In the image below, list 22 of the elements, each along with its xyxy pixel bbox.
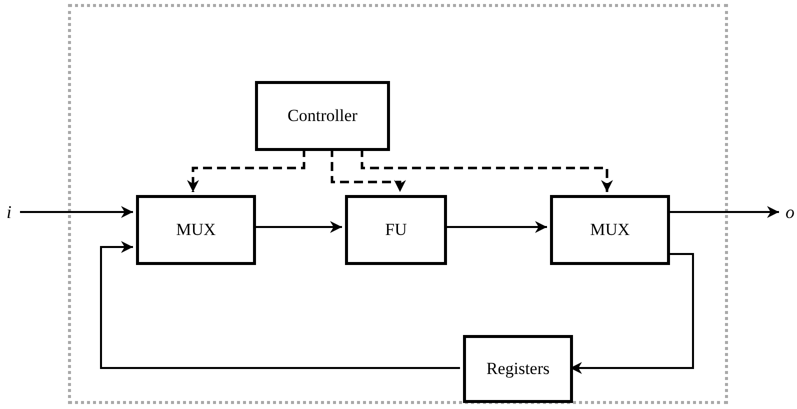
arrow <box>20 206 133 218</box>
block-label: Controller <box>288 105 358 128</box>
block-box <box>345 195 447 265</box>
arrow <box>570 253 694 374</box>
signal-label: o <box>783 200 797 224</box>
arrow <box>253 221 342 233</box>
block-label: Registers <box>486 358 550 380</box>
block-box <box>463 335 573 403</box>
arrow <box>360 148 613 192</box>
arrow <box>444 221 547 233</box>
arrow <box>330 148 406 192</box>
block-box <box>255 81 390 151</box>
boundary-box <box>68 4 728 404</box>
signal-label: i <box>2 200 16 224</box>
arrow <box>667 206 779 218</box>
block-box <box>550 195 670 265</box>
block-label: FU <box>385 219 407 242</box>
arrow <box>187 148 306 192</box>
block-box <box>136 195 256 265</box>
block-label: MUX <box>176 219 216 242</box>
block-label: MUX <box>590 219 630 242</box>
arrow <box>100 241 460 369</box>
